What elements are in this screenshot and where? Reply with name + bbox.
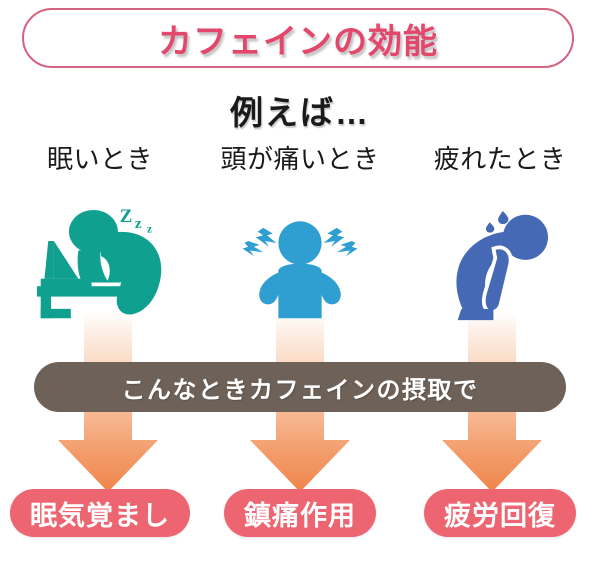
page-title: カフェインの効能 xyxy=(156,21,439,63)
banner-label: こんなときカフェインの摂取で xyxy=(121,376,479,404)
subtitle-for-example: 例えば… xyxy=(230,94,370,131)
result-cell-fatigue-recovery: 疲労回復 xyxy=(400,489,600,537)
situation-column-tired: 疲れたとき xyxy=(400,144,600,334)
situations-row: 眠いとき xyxy=(0,144,600,334)
situation-label-tired: 疲れたとき xyxy=(433,144,567,174)
zzz-sfx: Z xyxy=(120,206,133,227)
title-pill: カフェインの効能 xyxy=(22,8,574,68)
svg-text:z: z xyxy=(147,224,152,236)
situation-label-headache: 頭が痛いとき xyxy=(220,144,380,174)
sleeping-at-desk-icon: Z z z xyxy=(20,188,180,328)
situation-label-sleepy: 眠いとき xyxy=(46,144,153,174)
result-pill-analgesic: 鎮痛作用 xyxy=(224,489,376,537)
result-pill-fatigue-recovery: 疲労回復 xyxy=(424,489,576,537)
situation-column-sleepy: 眠いとき xyxy=(0,144,200,334)
result-cell-analgesic: 鎮痛作用 xyxy=(200,489,400,537)
exhausted-person-icon xyxy=(420,188,580,328)
headache-person-icon xyxy=(220,188,380,328)
situation-column-headache: 頭が痛いとき xyxy=(200,144,400,334)
results-row: 眠気覚まし 鎮痛作用 疲労回復 xyxy=(0,489,600,537)
svg-text:z: z xyxy=(135,216,142,232)
result-cell-wakefulness: 眠気覚まし xyxy=(0,489,200,537)
caffeine-intake-banner: こんなときカフェインの摂取で xyxy=(34,362,566,412)
result-pill-wakefulness: 眠気覚まし xyxy=(10,489,190,537)
